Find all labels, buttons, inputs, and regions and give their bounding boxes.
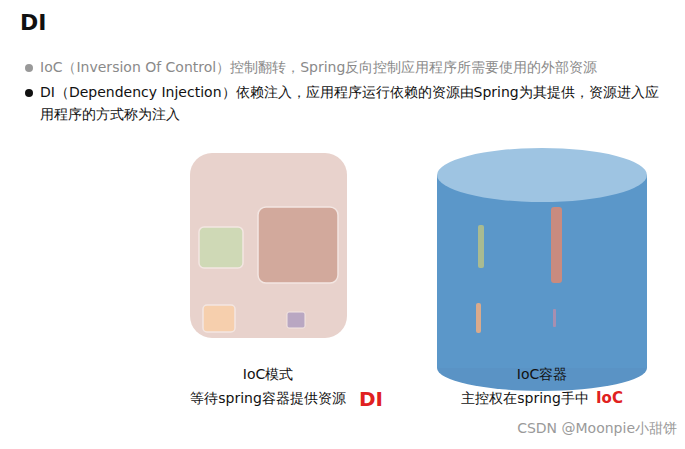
resource-strip bbox=[551, 207, 562, 283]
resource-block bbox=[203, 305, 235, 332]
cylinder-top bbox=[437, 148, 647, 202]
watermark: CSDN @Moonpie小甜饼 bbox=[455, 418, 677, 440]
resource-strip bbox=[553, 309, 556, 327]
callout-label: IoC bbox=[596, 387, 636, 410]
cylinder-body bbox=[437, 175, 647, 368]
bullet-dot bbox=[25, 89, 33, 97]
resource-strip bbox=[476, 303, 481, 333]
resource-block bbox=[258, 207, 338, 283]
resource-strip bbox=[478, 225, 484, 268]
resource-block bbox=[287, 312, 305, 328]
callout-label: DI bbox=[359, 384, 393, 415]
figure-caption: IoC模式 bbox=[188, 364, 348, 386]
bullet-dot bbox=[25, 64, 33, 72]
ioc-mode-box bbox=[190, 153, 347, 338]
figure-caption: 主控权在spring手中 bbox=[455, 388, 595, 410]
resource-block bbox=[199, 227, 243, 268]
bullet-text: DI（Dependency Injection）依赖注入，应用程序运行依赖的资源… bbox=[40, 82, 665, 125]
figure-caption: 等待spring容器提供资源 bbox=[178, 388, 358, 410]
page-title: DI bbox=[20, 6, 46, 40]
figure-caption: IoC容器 bbox=[462, 364, 622, 386]
bullet-text: IoC（Inversion Of Control）控制翻转，Spring反向控制… bbox=[40, 57, 675, 79]
